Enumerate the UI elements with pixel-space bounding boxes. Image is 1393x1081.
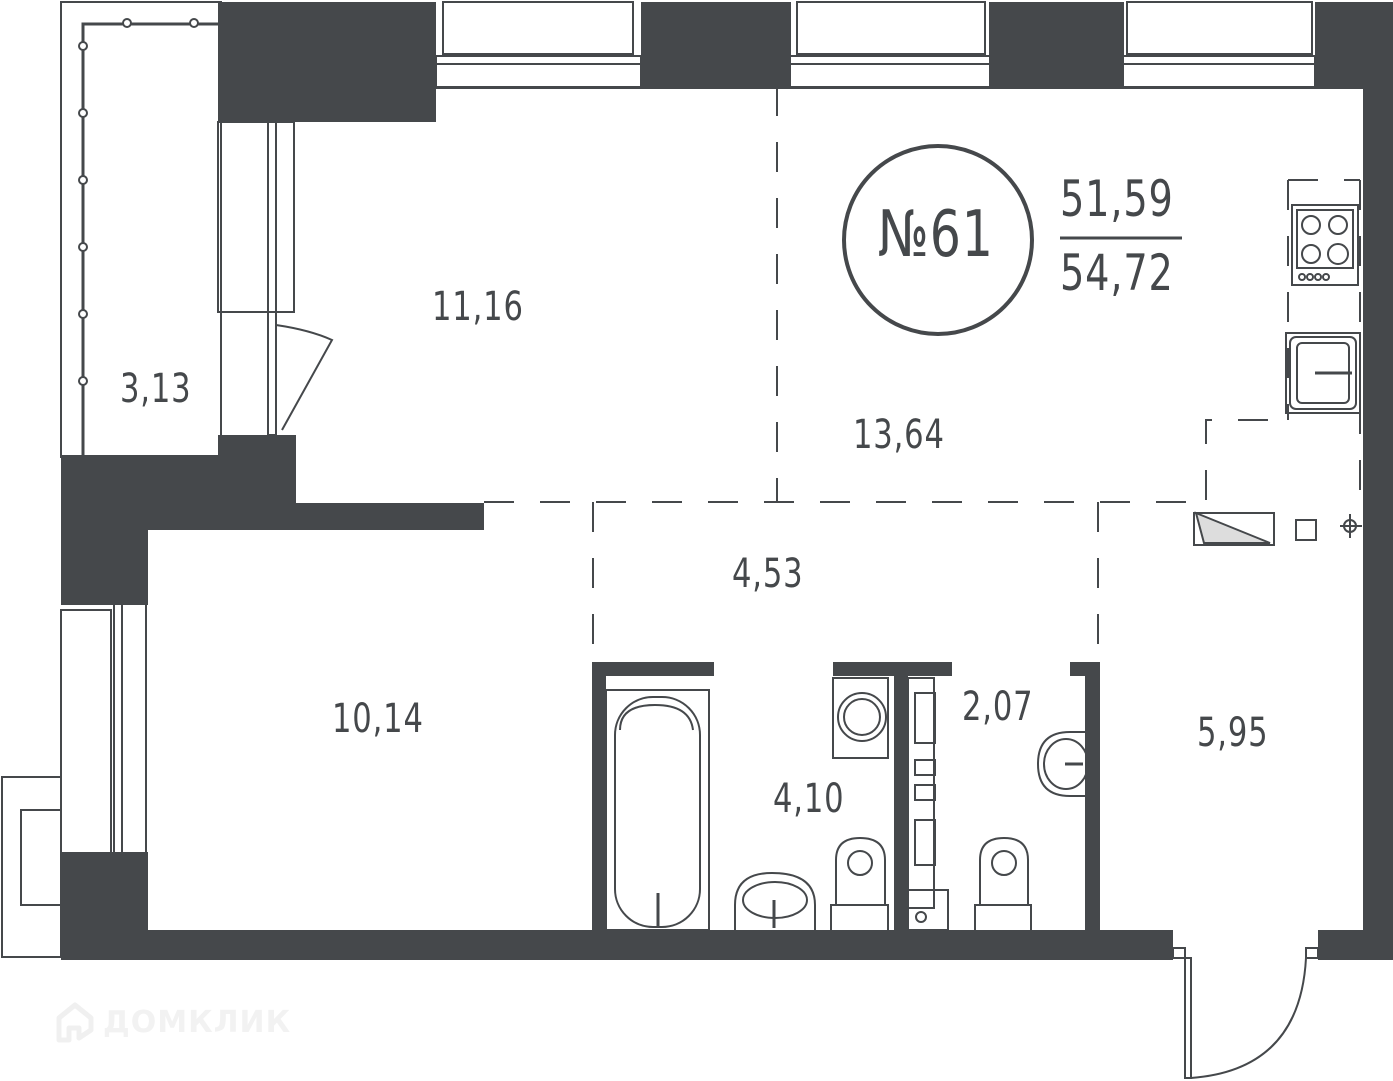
room-area-living-kitchen: 13,64	[853, 412, 945, 458]
domclick-watermark: ДОМКЛИК	[55, 1000, 291, 1044]
windows	[1, 1, 1316, 958]
room-area-toilet: 2,07	[962, 684, 1034, 730]
walls	[61, 2, 1393, 960]
apartment-number-circle	[842, 144, 1034, 336]
room-area-bedroom-1: 11,16	[432, 284, 524, 330]
room-area-balcony: 3,13	[120, 366, 192, 412]
kitchen-fixtures	[1193, 204, 1362, 546]
room-area-bathroom: 4,10	[773, 776, 845, 822]
house-logo-icon	[56, 1002, 94, 1043]
room-area-entrance-hall: 5,95	[1197, 710, 1269, 756]
room-area-hallway: 4,53	[732, 551, 804, 597]
zone-separators	[484, 86, 1361, 662]
total-area: 54,72	[1060, 244, 1174, 302]
watermark-text: ДОМКЛИК	[103, 1004, 292, 1040]
entrance-door	[1172, 947, 1319, 1079]
room-area-bedroom-2: 10,14	[332, 696, 424, 742]
bathroom-fixtures	[605, 677, 1089, 931]
living-area: 51,59	[1060, 170, 1174, 228]
apartment-number: №61	[878, 198, 994, 272]
